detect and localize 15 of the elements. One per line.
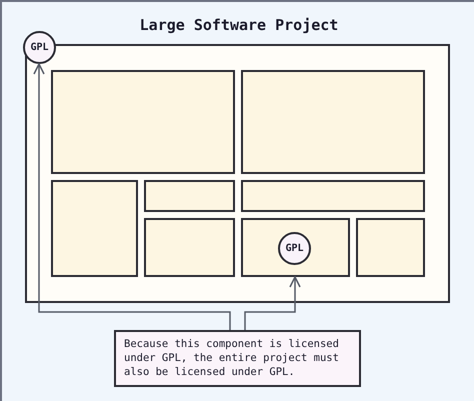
project-frame <box>25 44 450 303</box>
component-box <box>356 218 425 277</box>
component-box <box>51 180 138 277</box>
callout-box: Because this component is licensed under GPL, the entire project must also be licensed under GPL. <box>114 330 361 387</box>
component-box <box>241 180 425 212</box>
component-box <box>241 70 425 174</box>
component-box <box>51 70 235 174</box>
connector-arrow <box>33 63 231 330</box>
component-box <box>144 180 235 212</box>
license-badge: GPL <box>23 31 56 64</box>
diagram-title: Large Software Project <box>138 16 340 34</box>
connector-arrow <box>244 276 301 330</box>
license-badge: GPL <box>278 232 311 265</box>
component-box <box>241 218 350 277</box>
component-box <box>144 218 235 277</box>
